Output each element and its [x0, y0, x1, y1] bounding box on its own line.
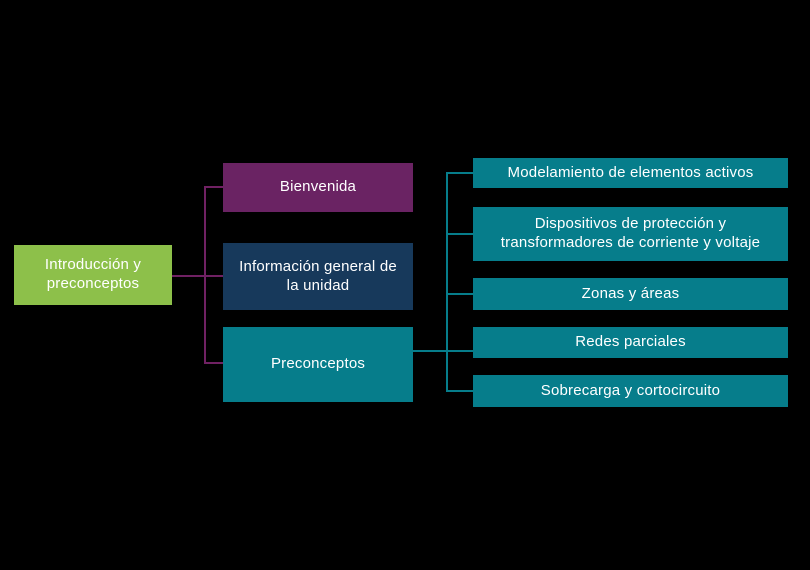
connector-branch-modelamiento	[447, 172, 473, 174]
node-label: Sobrecarga y cortocircuito	[540, 381, 721, 399]
connector-branch-zonas	[447, 293, 473, 295]
node-sobrecarga-y-cortocircuito[interactable]: Sobrecarga y cortocircuito	[473, 375, 788, 407]
node-zonas-y-areas[interactable]: Zonas y áreas	[473, 278, 788, 310]
node-preconceptos[interactable]: Preconceptos	[223, 327, 413, 402]
node-label: Preconceptos	[270, 355, 366, 373]
connector-branch-preconceptos	[205, 362, 223, 364]
connector-branch-sobrecarga	[447, 390, 473, 392]
connector-level2-vertical	[446, 172, 448, 392]
node-dispositivos-proteccion-transformadores[interactable]: Dispositivos de protección y transformad…	[473, 207, 788, 261]
node-label: Bienvenida	[279, 178, 357, 196]
node-modelamiento-elementos-activos[interactable]: Modelamiento de elementos activos	[473, 158, 788, 188]
connector-level1-vertical	[204, 186, 206, 364]
node-redes-parciales[interactable]: Redes parciales	[473, 327, 788, 358]
connector-branch-bienvenida	[205, 186, 223, 188]
node-informacion-general[interactable]: Información general de la unidad	[223, 243, 413, 310]
node-label: Modelamiento de elementos activos	[507, 163, 754, 181]
node-label: Introducción y preconceptos	[44, 256, 142, 292]
node-label: Información general de la unidad	[239, 257, 397, 294]
node-introduccion-y-preconceptos[interactable]: Introducción y preconceptos	[14, 245, 172, 305]
node-label: Zonas y áreas	[581, 284, 680, 302]
node-bienvenida[interactable]: Bienvenida	[223, 163, 413, 212]
node-label: Dispositivos de protección y transformad…	[500, 215, 761, 251]
connector-root-to-level1	[172, 275, 223, 277]
connector-preconceptos-to-level2	[413, 350, 473, 352]
node-label: Redes parciales	[575, 333, 686, 351]
connector-branch-dispositivos	[447, 233, 473, 235]
